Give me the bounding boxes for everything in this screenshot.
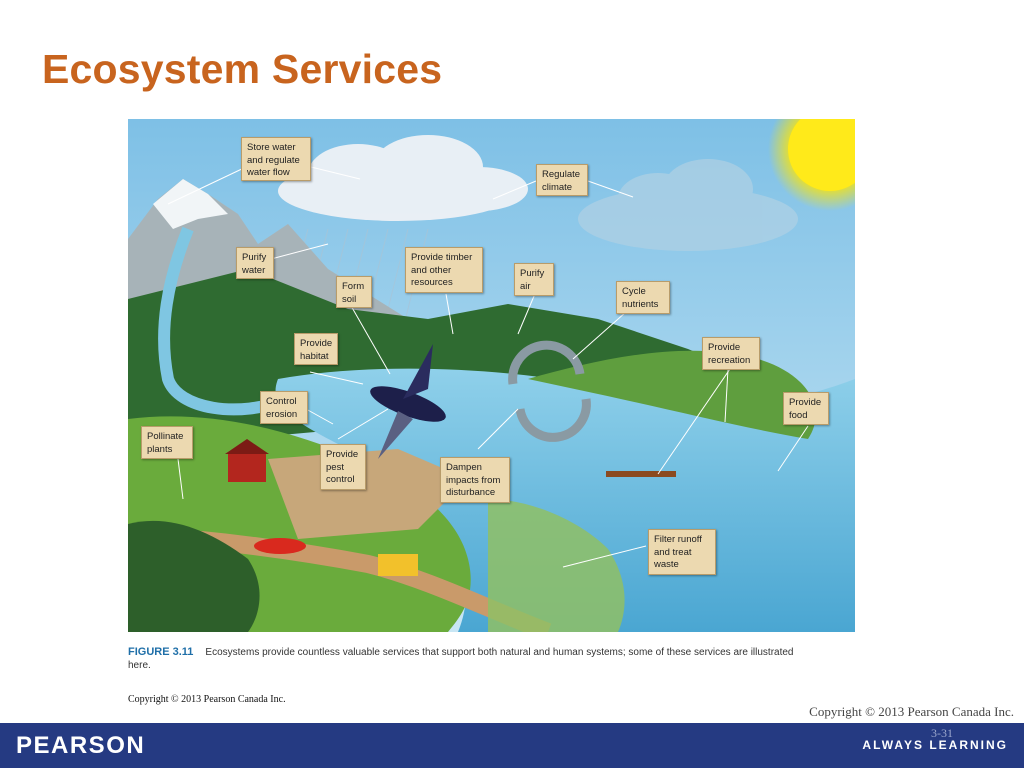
marsh <box>488 499 625 632</box>
river <box>158 226 291 416</box>
callout-regulate-climate: Regulate climate <box>536 164 588 196</box>
barn <box>228 452 266 482</box>
figure-label: FIGURE 3.11 <box>128 646 194 658</box>
callout-filter-runoff: Filter runoff and treat waste <box>648 529 716 575</box>
slide-copyright: Copyright © 2013 Pearson Canada Inc. <box>809 704 1014 719</box>
foreground-forest <box>128 520 260 632</box>
callout-pointers <box>167 166 809 568</box>
boat <box>606 471 676 477</box>
figure-copyright: Copyright © 2013 Pearson Canada Inc. <box>128 694 286 705</box>
ecosystem-illustration: Store water and regulate water flow Regu… <box>128 119 855 632</box>
truck <box>378 554 418 576</box>
slide-title: Ecosystem Services <box>42 46 443 92</box>
distant-cloud <box>578 159 798 251</box>
callout-purify-air: Purify air <box>514 263 554 296</box>
callout-purify-water: Purify water <box>236 247 274 279</box>
pearson-logo: PEARSON <box>16 732 146 759</box>
sun-core <box>788 119 855 191</box>
callout-form-soil: Form soil <box>336 276 372 308</box>
callout-pest-control: Provide pest control <box>320 444 366 490</box>
callout-provide-food: Provide food <box>783 392 829 425</box>
callout-provide-recreation: Provide recreation <box>702 337 760 370</box>
rain-cloud <box>278 135 528 221</box>
snow-caps <box>153 179 228 229</box>
callout-provide-timber: Provide timber and other resources <box>405 247 483 293</box>
footer-bar: PEARSON 3-31 ALWAYS LEARNING <box>0 723 1024 768</box>
callout-pollinate-plants: Pollinate plants <box>141 426 193 459</box>
callout-dampen-impacts: Dampen impacts from disturbance <box>440 457 510 503</box>
callout-provide-habitat: Provide habitat <box>294 333 338 365</box>
callout-cycle-nutrients: Cycle nutrients <box>616 281 670 314</box>
bird-icon <box>370 344 446 459</box>
tagline: ALWAYS LEARNING <box>862 738 1008 752</box>
crop-field <box>268 449 468 539</box>
figure-caption-text: Ecosystems provide countless valuable se… <box>128 647 794 671</box>
callout-store-water: Store water and regulate water flow <box>241 137 311 181</box>
callout-control-erosion: Control erosion <box>260 391 308 424</box>
peninsula <box>528 350 816 439</box>
page-number: 3-31 <box>931 726 953 740</box>
nutrient-cycle-icon <box>508 340 591 442</box>
car <box>254 538 306 554</box>
landscape-illustration <box>128 119 855 632</box>
